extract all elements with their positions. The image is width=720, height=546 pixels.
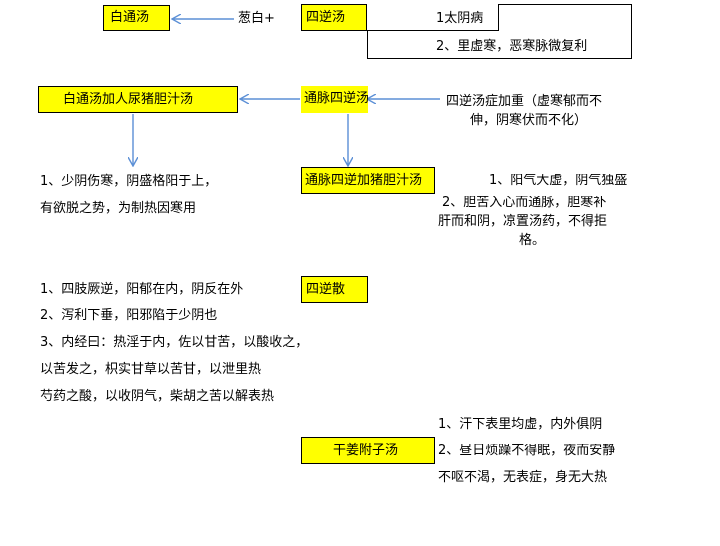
tongmai-plus-note-line2: 2、胆苦入心而通脉，胆寒补	[442, 196, 607, 209]
tongmai-plus-note-line1: 1、阳气大虚，阴气独盛	[489, 174, 628, 187]
tongmai-note-line1: 四逆汤症加重（虚寒郁而不	[446, 94, 603, 109]
sinisan-note-line5: 芍药之酸，以收阴气，柴胡之苦以解表热	[40, 389, 275, 404]
congbai-label: 葱白+	[238, 11, 275, 26]
baitong-tang-label: 白通汤	[110, 10, 150, 25]
tongmai-note-line2: 伸，阴寒伏而不化）	[470, 113, 588, 128]
sinisan-note-line2: 2、泻利下垂，阳邪陷于少阴也	[40, 308, 218, 323]
sinisan-note-line3: 3、内经曰：热淫于内，佐以甘苦，以酸收之，	[40, 335, 309, 350]
baitong-plus-note-line2: 有欲脱之势，为制热因寒用	[40, 201, 197, 216]
sini-tang-box: 四逆汤	[301, 4, 367, 31]
sinisan-note-line4: 以苦发之，枳实甘草以苦甘，以泄里热	[40, 362, 262, 377]
ganjiang-note-line3: 不呕不渴，无表症，身无大热	[438, 470, 608, 485]
sini-indication-2: 2、里虚寒，恶寒脉微复利	[436, 39, 588, 54]
sinisan-box: 四逆散	[301, 276, 368, 303]
baitong-plus-note-line1: 1、少阴伤寒，阴盛格阳于上，	[40, 174, 218, 189]
ganjiang-note-line2: 2、昼日烦躁不得眠，夜而安静	[438, 444, 616, 457]
ganjiang-fuzi-box: 干姜附子汤	[301, 437, 435, 464]
tongmai-plus-note-line4: 格。	[519, 233, 546, 248]
tongmai-sini-box: 通脉四逆汤	[301, 86, 368, 113]
sinisan-note-line1: 1、四肢厥逆，阳郁在内，阴反在外	[40, 282, 244, 297]
baitong-plus-box: 白通汤加人尿猪胆汁汤	[38, 86, 238, 113]
baitong-tang-box: 白通汤	[103, 5, 170, 31]
sinisan-label: 四逆散	[306, 282, 346, 297]
sini-indications-cell	[367, 4, 499, 31]
ganjiang-fuzi-label: 干姜附子汤	[333, 443, 399, 458]
baitong-plus-label: 白通汤加人尿猪胆汁汤	[63, 92, 194, 107]
tongmai-plus-box: 通脉四逆加猪胆汁汤	[301, 167, 435, 194]
ganjiang-note-line1: 1、汗下表里均虚，内外俱阴	[438, 417, 603, 432]
tongmai-plus-note-line3: 肝而和阴，凉置汤药，不得拒	[438, 214, 608, 229]
sini-tang-label: 四逆汤	[306, 10, 346, 25]
tongmai-sini-label: 通脉四逆汤	[304, 91, 368, 106]
tongmai-plus-label: 通脉四逆加猪胆汁汤	[305, 173, 423, 188]
sini-indication-1: 1太阴病	[436, 11, 484, 26]
